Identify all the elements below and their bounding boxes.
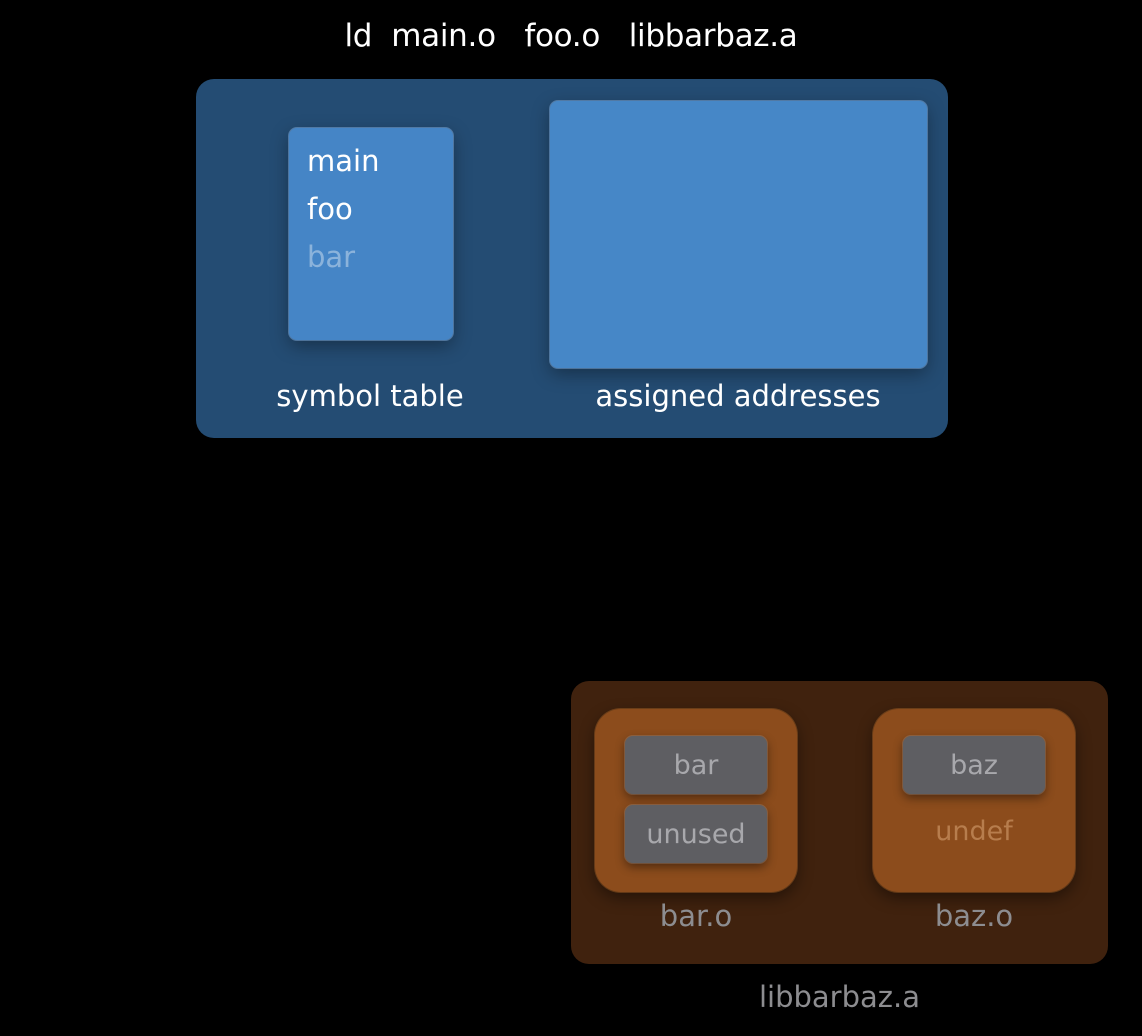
assigned-addresses-box [550, 101, 927, 368]
symbol-entry-bar: bar [307, 240, 356, 274]
object-label-baz-o: baz.o [934, 899, 1014, 933]
symbol-entry-main: main [307, 144, 380, 178]
symbol-chip-baz: baz [903, 736, 1045, 794]
command-line: ld main.o foo.o libbarbaz.a [344, 18, 798, 54]
archive-label: libbarbaz.a [758, 980, 920, 1014]
symbol-chip-bar: bar [625, 736, 767, 794]
symbol-table-box [289, 128, 453, 340]
object-label-bar-o: bar.o [659, 899, 733, 933]
symbol-chip-unused: unused [625, 805, 767, 863]
symbol-table-label: symbol table [276, 379, 464, 413]
undefined-symbol-label: undef [935, 816, 1013, 847]
symbol-entry-foo: foo [307, 192, 353, 226]
assigned-addresses-label: assigned addresses [595, 379, 881, 413]
